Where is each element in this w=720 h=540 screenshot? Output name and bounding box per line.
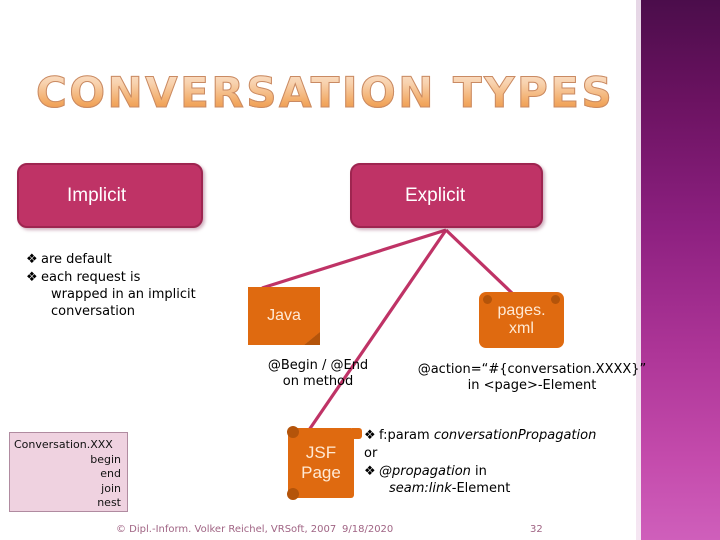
list-item-text: or — [364, 445, 378, 461]
diamond-bullet-icon: ❖ — [364, 463, 376, 479]
box-explicit[interactable]: Explicit — [350, 163, 543, 228]
footer-copyright: © Dipl.-Inform. Volker Reichel, VRSoft, … — [116, 524, 337, 535]
shape-jsf-page[interactable]: JSF Page — [287, 426, 362, 500]
list-item-text: @propagation in seam:link-Element — [379, 464, 614, 498]
jsf-row1-plain: f:param — [379, 428, 434, 443]
list-item-line2: wrapped in an implicit — [51, 286, 196, 302]
jsf-row3-italic: @propagation — [379, 463, 471, 479]
pages-annotation-line2: in <page>-Element — [467, 378, 597, 394]
implicit-bullet-list: ❖ are default ❖ each request is wrapped … — [26, 252, 226, 322]
list-item-line3: conversation — [51, 303, 136, 319]
conversation-api-item-end: end — [100, 467, 121, 481]
diamond-bullet-icon: ❖ — [26, 252, 38, 267]
list-item-text: each request is wrapped in an implicit c… — [41, 270, 226, 321]
shape-jsf-label-line1: JSF — [305, 443, 337, 463]
conversation-api-header: Conversation.XXX — [14, 438, 113, 451]
list-item: or — [364, 446, 614, 463]
java-annotation-line2: on method — [282, 374, 354, 390]
list-item-line1: each request is — [41, 269, 141, 285]
footer-page-number: 32 — [530, 524, 543, 535]
shape-jsf-curl-top-left-icon — [287, 426, 299, 438]
shape-pages-dot-left-icon — [483, 295, 492, 304]
list-item: ❖ each request is wrapped in an implicit… — [26, 270, 226, 321]
shape-pages-xml[interactable]: pages. xml — [479, 292, 564, 348]
shape-pages-label-line2: xml — [509, 320, 534, 337]
shape-java-label: Java — [267, 306, 301, 324]
box-implicit[interactable]: Implicit — [17, 163, 203, 228]
diamond-bullet-icon: ❖ — [26, 269, 38, 285]
shape-jsf-label-line2: Page — [301, 463, 341, 482]
jsf-bullet-list: ❖ f:param conversationPropagation or ❖ @… — [364, 428, 614, 499]
shape-jsf-tab-icon — [352, 428, 362, 439]
conversation-api-panel: Conversation.XXX begin end join nest — [9, 432, 128, 512]
conversation-api-item-join: join — [101, 481, 121, 495]
conversation-api-item-nest: nest — [97, 496, 121, 510]
list-item: ❖ are default — [26, 252, 226, 269]
shape-pages-dot-right-icon — [551, 295, 560, 304]
jsf-row1-italic: conversationPropagation — [433, 428, 597, 443]
jsf-row3-cont-plain: -Element — [451, 480, 511, 496]
footer-date: 9/18/2020 — [342, 524, 394, 535]
shape-pages-label-line1: pages. — [497, 301, 546, 319]
pages-annotation-line1: @action=“#{conversation.XXXX}” — [417, 362, 647, 377]
right-decorative-gradient-bar — [641, 0, 720, 540]
page-title: CONVERSATION TYPES — [35, 68, 615, 118]
list-item-text: are default — [41, 252, 112, 267]
list-item: ❖ f:param conversationPropagation — [364, 428, 614, 445]
box-implicit-label: Implicit — [67, 184, 127, 206]
box-explicit-label: Explicit — [405, 184, 466, 206]
shape-jsf-curl-bottom-left-icon — [287, 488, 299, 500]
list-item-text: f:param conversationPropagation — [379, 428, 614, 445]
right-decorative-edge — [636, 0, 641, 540]
jsf-row3-plain: in — [470, 463, 487, 479]
java-annotation-note: @Begin / @End on method — [233, 358, 403, 391]
conversation-api-item-begin: begin — [90, 452, 121, 466]
list-item: ❖ @propagation in seam:link-Element — [364, 464, 614, 498]
shape-java[interactable]: Java — [248, 287, 320, 345]
pages-annotation-note: @action=“#{conversation.XXXX}” in <page>… — [408, 362, 656, 395]
diamond-bullet-icon: ❖ — [364, 428, 376, 443]
jsf-row3-cont: seam:link-Element — [379, 481, 614, 498]
jsf-row3-cont-italic: seam:link — [389, 480, 452, 496]
java-annotation-line1: @Begin / @End — [267, 358, 369, 373]
